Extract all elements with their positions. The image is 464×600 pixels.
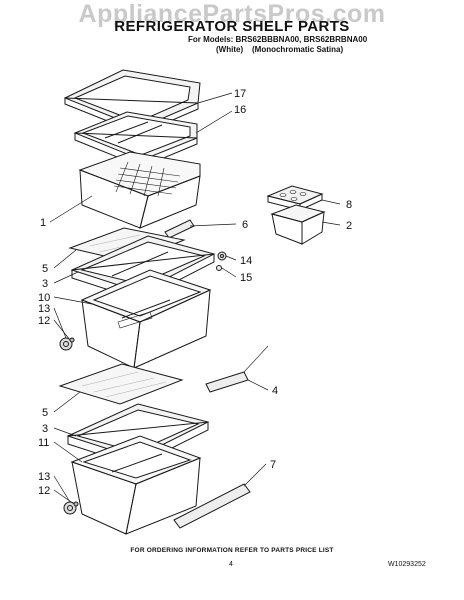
callout-14: 14: [240, 255, 252, 267]
callout-8: 8: [346, 199, 352, 211]
leader-lines: [49, 92, 341, 505]
screw-part-12: [69, 337, 75, 343]
watermark: AppliancePartsPros.com: [78, 0, 386, 28]
callout-15: 15: [240, 272, 252, 284]
wheel-part-13-lower: [63, 501, 77, 515]
callout-10: 10: [38, 292, 50, 304]
glass-panel-part-5-lower: [58, 363, 184, 405]
tube-part-6: [164, 219, 195, 239]
callout-12: 12: [38, 315, 50, 327]
rail-part-7: [173, 483, 251, 529]
page-number: 4: [229, 561, 233, 568]
callout-3-lower: 3: [42, 423, 48, 435]
callout-3: 3: [42, 278, 48, 290]
page-title: REFRIGERATOR SHELF PARTS: [114, 18, 350, 35]
crisper-cover-part-16: [73, 111, 198, 168]
wheel-part-13: [59, 337, 73, 351]
callout-7: 7: [270, 459, 276, 471]
callout-1: 1: [40, 217, 46, 229]
callout-11: 11: [38, 437, 49, 449]
callout-13-lower: 13: [38, 471, 50, 483]
callout-5-lower: 5: [42, 407, 48, 419]
crisper-drawer-part-11: [70, 435, 202, 535]
callout-6: 6: [242, 219, 248, 231]
clip-part-14: [217, 251, 227, 261]
callout-16: 16: [234, 104, 246, 116]
ordering-note: FOR ORDERING INFORMATION REFER TO PARTS …: [130, 547, 334, 554]
screw-part-12-lower: [73, 501, 79, 507]
callout-labels: 17 16 1 6 8 2 5 3 14 15 10 13 12 4 5 3 1…: [38, 88, 352, 497]
callout-12-lower: 12: [38, 485, 50, 497]
bin-part-2: [270, 204, 326, 245]
callout-13: 13: [38, 303, 50, 315]
document-number: W10293252: [388, 561, 426, 568]
model-variants: (White) (Monochromatic Satina): [216, 45, 344, 54]
crisper-drawer-part-1: [78, 151, 201, 229]
crisper-drawer-part-10: [80, 269, 212, 369]
callout-2: 2: [346, 220, 352, 232]
callout-17: 17: [234, 88, 246, 100]
callout-4: 4: [272, 385, 278, 397]
callout-5: 5: [42, 263, 48, 275]
screw-part-15: [216, 265, 222, 271]
model-numbers: For Models: BRS62BBBNA00, BRS62BRBNA00: [188, 35, 368, 44]
